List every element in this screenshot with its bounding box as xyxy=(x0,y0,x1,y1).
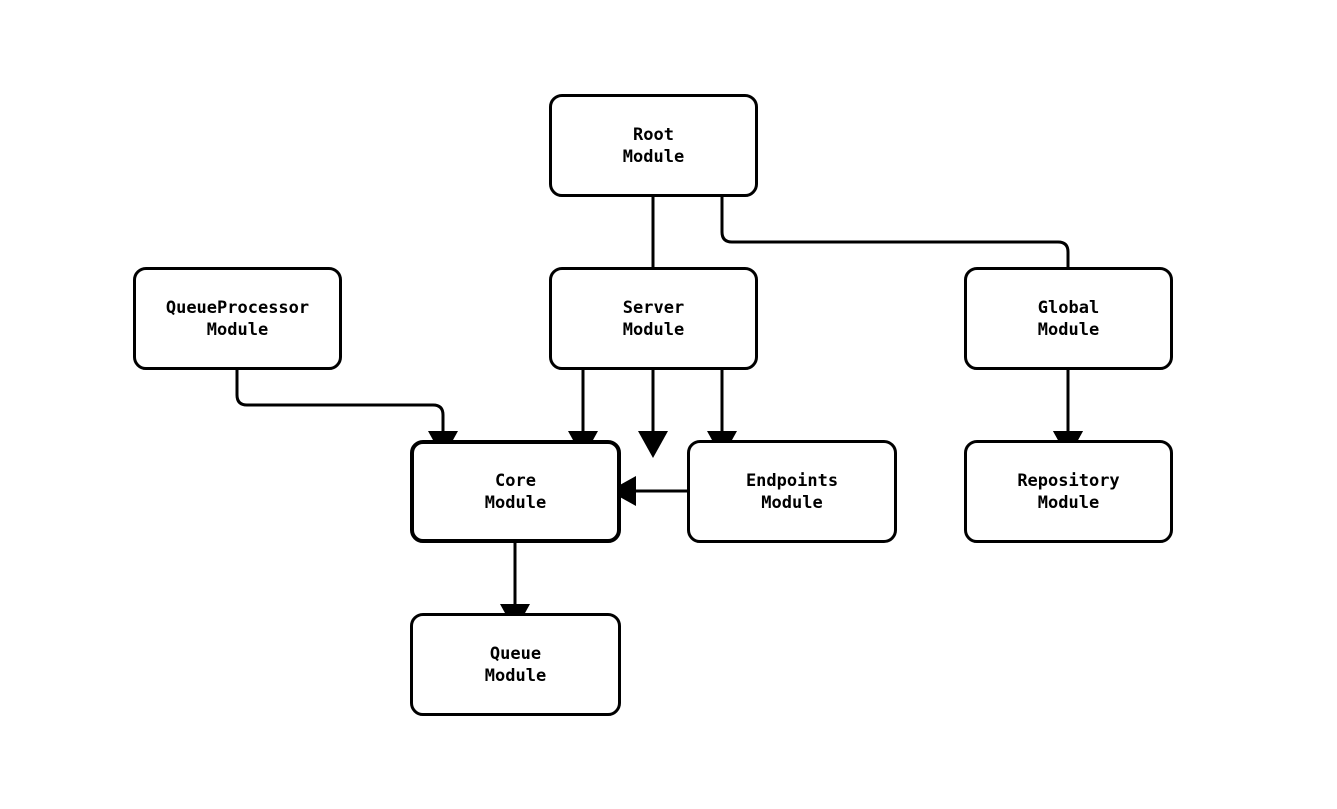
node-label-repository: Repository Module xyxy=(1017,470,1120,513)
node-label-endpoints: Endpoints Module xyxy=(745,470,839,513)
node-queueprocessor[interactable]: QueueProcessor Module xyxy=(133,267,342,370)
node-label-global: Global Module xyxy=(1037,297,1100,340)
node-endpoints[interactable]: Endpoints Module xyxy=(687,440,897,543)
node-server[interactable]: Server Module xyxy=(549,267,758,370)
node-label-queueprocessor: QueueProcessor Module xyxy=(165,297,310,340)
node-global[interactable]: Global Module xyxy=(964,267,1173,370)
edge-paths xyxy=(235,197,1083,631)
node-label-queue: Queue Module xyxy=(484,643,547,686)
node-label-server: Server Module xyxy=(622,297,685,340)
node-root[interactable]: Root Module xyxy=(549,94,758,197)
edge-queueprocessor-to-core xyxy=(235,370,458,458)
node-label-root: Root Module xyxy=(622,124,685,167)
node-core[interactable]: Core Module xyxy=(410,440,621,543)
node-label-core: Core Module xyxy=(484,470,547,513)
node-repository[interactable]: Repository Module xyxy=(964,440,1173,543)
node-queue[interactable]: Queue Module xyxy=(410,613,621,716)
